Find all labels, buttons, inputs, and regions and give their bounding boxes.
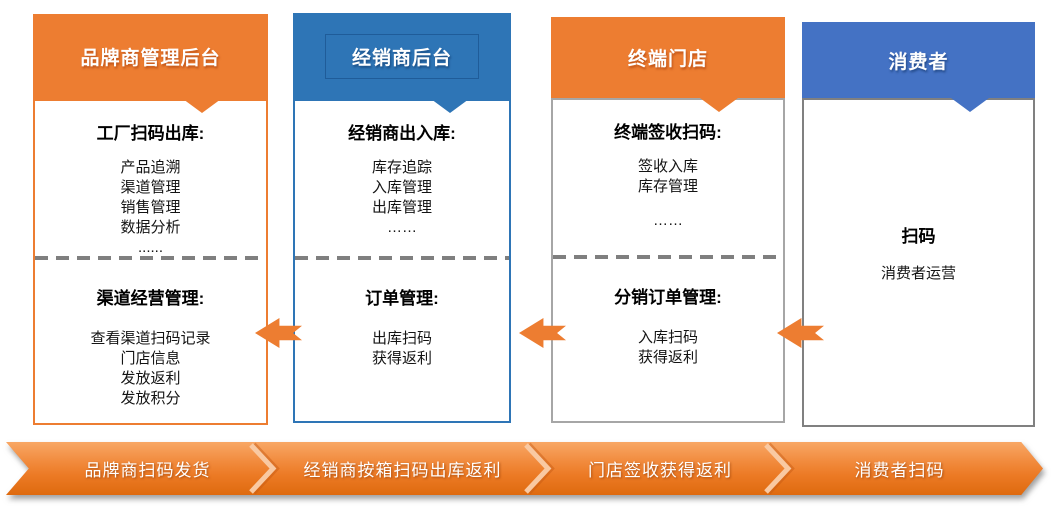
list-item: 获得返利 <box>637 349 698 366</box>
section-distributor-io: 经销商出入库: 库存追踪 入库管理 出库管理 …… <box>295 101 509 256</box>
list-item: 发放返利 <box>120 370 181 387</box>
banner-segment-label: 消费者扫码 <box>854 461 945 480</box>
column-consumer: 消费者 扫码 消费者运营 <box>802 22 1035 427</box>
list-item: 获得返利 <box>371 350 432 367</box>
section-distribution-order: 分销订单管理: 入库扫码 获得返利 <box>553 259 783 421</box>
section-terminal-sign-scan: 终端签收扫码: 签收入库 库存管理 …… <box>553 100 783 255</box>
banner-segment: 经销商按箱扫码出库返利 <box>265 442 540 495</box>
column-terminal-store: 终端门店 终端签收扫码: 签收入库 库存管理 …… 分销订单管理: 入库扫码 获… <box>551 17 785 423</box>
column-brand-backend: 品牌商管理后台 工厂扫码出库: 产品追溯 渠道管理 销售管理 数据分析 ....… <box>33 14 268 425</box>
column-header: 经销商后台 <box>293 13 511 113</box>
section-heading: 终端签收扫码: <box>614 123 722 142</box>
header-tail-icon <box>183 99 222 113</box>
column-title: 终端门店 <box>627 49 708 70</box>
banner-ribbon: 品牌商扫码发货 经销商按箱扫码出库返利 门店签收获得返利 消费者扫码 <box>6 442 1043 495</box>
section-heading: 订单管理: <box>365 289 439 308</box>
column-distributor-backend: 经销商后台 经销商出入库: 库存追踪 入库管理 出库管理 …… 订单管理: 出库… <box>293 13 511 423</box>
header-tail-icon <box>950 98 989 112</box>
section-heading: 工厂扫码出库: <box>96 124 205 143</box>
column-header: 消费者 <box>802 22 1035 112</box>
list-item: 产品追溯 <box>120 159 181 176</box>
section-heading: 经销商出入库: <box>348 124 456 143</box>
header-tail-icon <box>430 99 469 113</box>
list-item: 库存管理 <box>637 178 698 195</box>
column-body: 工厂扫码出库: 产品追溯 渠道管理 销售管理 数据分析 ...... 渠道经营管… <box>33 99 268 425</box>
dashed-divider <box>35 256 266 260</box>
dashed-divider <box>553 255 783 259</box>
banner-separator-chevron-icon <box>764 442 795 495</box>
banner-segment-label: 品牌商扫码发货 <box>84 461 211 480</box>
banner-segment-label: 经销商按箱扫码出库返利 <box>303 461 502 480</box>
banner-separator-chevron-icon <box>524 442 555 495</box>
column-title: 消费者 <box>888 51 949 73</box>
list-item: 消费者运营 <box>880 265 956 282</box>
section-heading: 分销订单管理: <box>614 288 722 307</box>
list-item: 数据分析 <box>120 219 181 236</box>
column-body: 扫码 消费者运营 <box>802 98 1035 427</box>
list-item: 入库扫码 <box>637 329 698 346</box>
column-body: 终端签收扫码: 签收入库 库存管理 …… 分销订单管理: 入库扫码 获得返利 <box>551 98 785 423</box>
banner-separator-chevron-icon <box>249 442 280 495</box>
banner-segment: 品牌商扫码发货 <box>6 442 265 495</box>
ellipsis-item: …… <box>387 219 417 236</box>
list-item: 出库扫码 <box>371 330 432 347</box>
list-item: 签收入库 <box>637 158 698 175</box>
list-item: 查看渠道扫码记录 <box>90 330 211 347</box>
section-heading: 扫码 <box>901 227 936 246</box>
ellipsis-item: ...... <box>137 239 163 256</box>
column-body: 经销商出入库: 库存追踪 入库管理 出库管理 …… 订单管理: 出库扫码 获得返… <box>293 99 511 423</box>
section-order-management: 订单管理: 出库扫码 获得返利 <box>295 260 509 421</box>
banner-segment: 门店签收获得返利 <box>540 442 780 495</box>
bottom-banner: 品牌商扫码发货 经销商按箱扫码出库返利 门店签收获得返利 消费者扫码 <box>6 442 1043 495</box>
column-title: 经销商后台 <box>324 33 479 79</box>
list-item: 入库管理 <box>371 179 432 196</box>
list-item: 销售管理 <box>120 199 181 216</box>
list-item: 门店信息 <box>120 350 181 367</box>
dashed-divider <box>295 256 509 260</box>
column-header: 终端门店 <box>551 17 785 112</box>
header-tail-icon <box>700 98 739 112</box>
ellipsis-item: …… <box>653 212 683 229</box>
list-item: 库存追踪 <box>371 159 432 176</box>
banner-segment-label: 门店签收获得返利 <box>588 461 732 480</box>
section-factory-scan: 工厂扫码出库: 产品追溯 渠道管理 销售管理 数据分析 ...... <box>35 101 266 256</box>
column-title: 品牌商管理后台 <box>80 48 221 69</box>
section-heading: 渠道经营管理: <box>96 289 205 308</box>
banner-segment: 消费者扫码 <box>780 442 1043 495</box>
list-item: 发放积分 <box>120 390 181 407</box>
section-channel-management: 渠道经营管理: 查看渠道扫码记录 门店信息 发放返利 发放积分 <box>35 260 266 423</box>
column-header: 品牌商管理后台 <box>33 14 268 113</box>
list-item: 出库管理 <box>371 199 432 216</box>
list-item: 渠道管理 <box>120 179 181 196</box>
